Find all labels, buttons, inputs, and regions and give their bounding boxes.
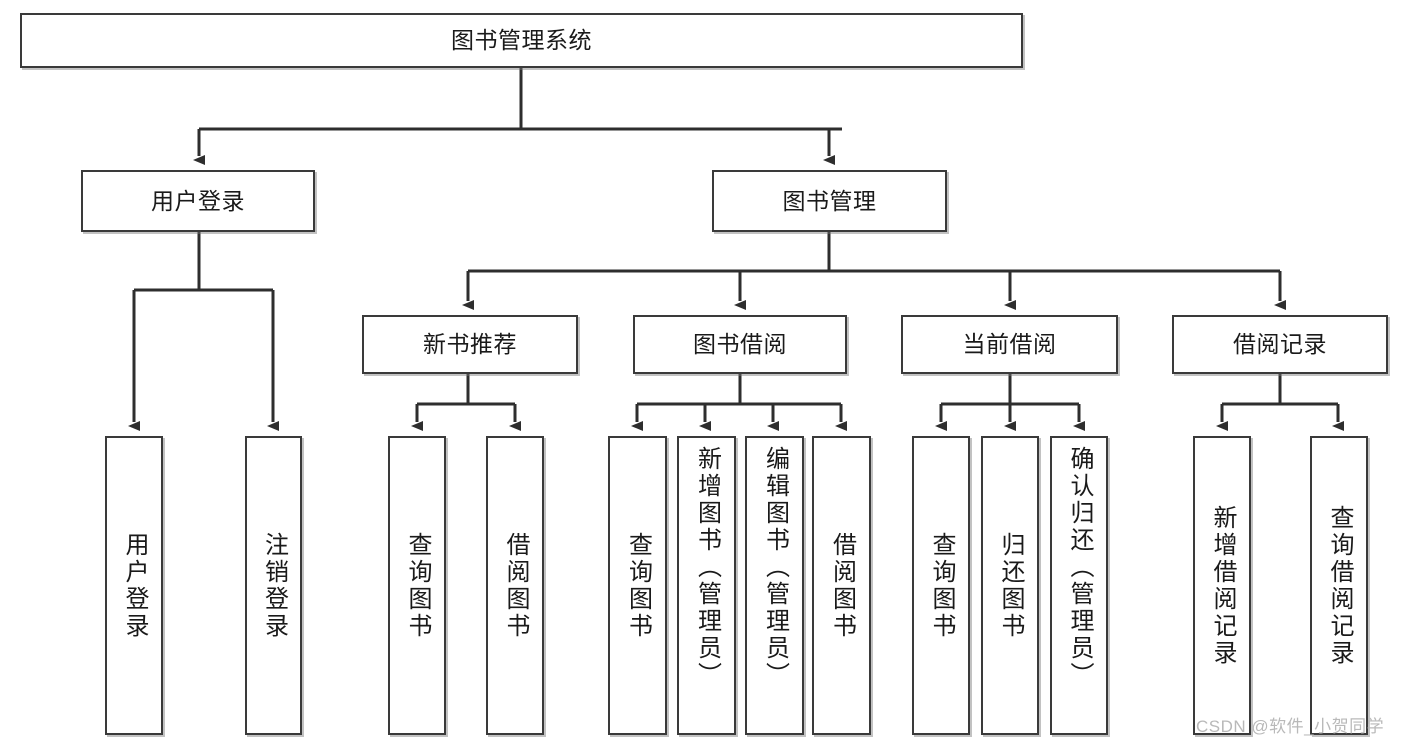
node-label: 图书管理 [782, 187, 877, 214]
leaf-current-return-books[interactable]: 归还图书 [981, 436, 1039, 735]
node-label: 新增图书（管理员） [693, 446, 721, 689]
leaf-borrow-add-book-admin[interactable]: 新增图书（管理员） [677, 436, 736, 735]
node-label: 新书推荐 [423, 331, 517, 358]
node-label: 确认归还（管理员） [1066, 446, 1093, 689]
leaf-borrow-edit-book-admin[interactable]: 编辑图书（管理员） [745, 436, 804, 735]
node-root-book-management-system[interactable]: 图书管理系统 [20, 13, 1023, 68]
node-label: 借阅图书 [828, 531, 856, 640]
node-label: 借阅记录 [1233, 331, 1327, 358]
node-label: 用户登录 [121, 531, 148, 640]
node-label: 归还图书 [997, 531, 1024, 640]
leaf-user-login-login[interactable]: 用户登录 [105, 436, 163, 735]
leaf-new-book-query-books[interactable]: 查询图书 [388, 436, 446, 735]
node-label: 新增借阅记录 [1209, 504, 1236, 667]
node-label: 编辑图书（管理员） [761, 446, 789, 689]
node-book-management[interactable]: 图书管理 [712, 170, 947, 232]
node-label: 查询图书 [404, 531, 431, 640]
node-label: 借阅图书 [502, 531, 529, 640]
node-new-book-recommendation[interactable]: 新书推荐 [362, 315, 578, 374]
leaf-borrow-borrow-books[interactable]: 借阅图书 [812, 436, 871, 735]
leaf-record-add-borrow-record[interactable]: 新增借阅记录 [1193, 436, 1251, 735]
node-label: 注销登录 [260, 531, 288, 640]
node-current-borrowing[interactable]: 当前借阅 [901, 315, 1118, 374]
csdn-watermark: CSDN @软件_小贺同学 [1196, 717, 1385, 736]
leaf-new-book-borrow-books[interactable]: 借阅图书 [486, 436, 544, 735]
node-user-login[interactable]: 用户登录 [81, 170, 315, 232]
node-label: 图书管理系统 [451, 27, 592, 54]
leaf-current-confirm-return-admin[interactable]: 确认归还（管理员） [1050, 436, 1108, 735]
node-book-borrowing[interactable]: 图书借阅 [633, 315, 847, 374]
node-label: 查询图书 [624, 531, 652, 640]
node-label: 图书借阅 [693, 331, 787, 358]
node-label: 查询借阅记录 [1326, 504, 1353, 667]
leaf-borrow-query-books[interactable]: 查询图书 [608, 436, 667, 735]
node-label: 查询图书 [928, 531, 955, 640]
leaf-current-query-books[interactable]: 查询图书 [912, 436, 970, 735]
node-label: 用户登录 [151, 187, 245, 214]
leaf-record-query-borrow-record[interactable]: 查询借阅记录 [1310, 436, 1368, 735]
leaf-user-login-logout[interactable]: 注销登录 [245, 436, 302, 735]
node-borrow-records[interactable]: 借阅记录 [1172, 315, 1388, 374]
node-label: 当前借阅 [962, 331, 1057, 358]
